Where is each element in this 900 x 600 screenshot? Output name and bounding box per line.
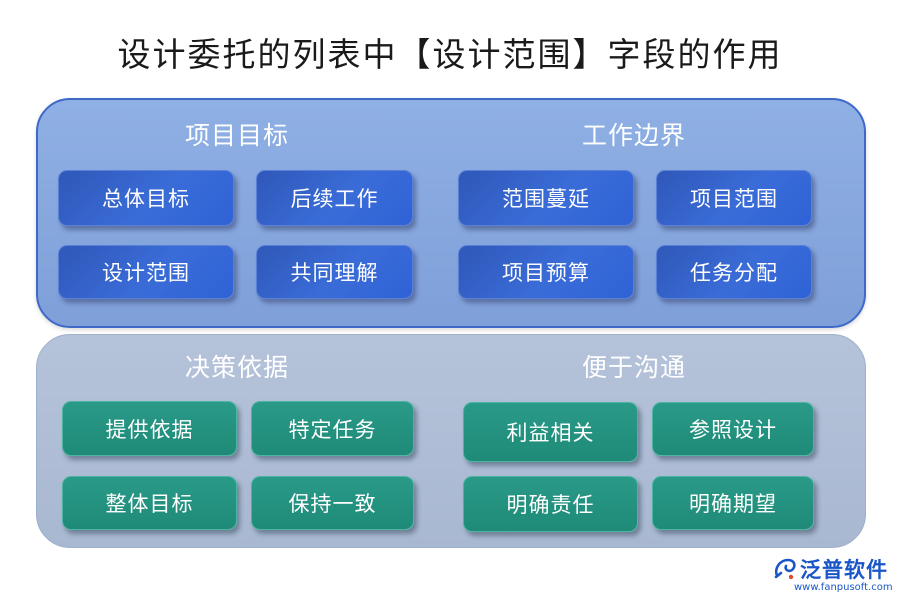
box-keep-consistent: 保持一致: [251, 476, 414, 530]
box-provide-basis: 提供依据: [62, 401, 237, 456]
heading-project-goals: 项目目标: [185, 121, 290, 150]
page-title: 设计委托的列表中【设计范围】字段的作用: [117, 35, 783, 74]
box-overall-goal: 总体目标: [58, 170, 234, 226]
heading-decision-basis: 决策依据: [185, 353, 290, 382]
box-clarify-responsibility: 明确责任: [463, 476, 638, 532]
box-reference-design: 参照设计: [652, 402, 814, 456]
heading-easy-communication: 便于沟通: [582, 353, 687, 382]
logo-name: 泛普软件: [800, 558, 888, 582]
brand-logo: 泛普软件 www.fanpusoft.com: [772, 554, 893, 594]
box-design-scope: 设计范围: [58, 245, 234, 299]
fanpu-logo-icon: [774, 558, 796, 580]
box-task-allocation: 任务分配: [656, 245, 812, 299]
box-overall-target: 整体目标: [62, 476, 237, 530]
box-scope-creep: 范围蔓延: [458, 170, 634, 226]
heading-work-boundary: 工作边界: [582, 121, 687, 150]
box-common-understanding: 共同理解: [256, 245, 413, 299]
box-stakeholders: 利益相关: [463, 402, 638, 462]
box-project-budget: 项目预算: [458, 245, 634, 299]
box-follow-up-work: 后续工作: [256, 170, 413, 226]
box-project-scope: 项目范围: [656, 170, 812, 226]
box-clarify-expectations: 明确期望: [652, 476, 814, 530]
box-specific-task: 特定任务: [251, 401, 414, 456]
logo-url: www.fanpusoft.com: [794, 582, 893, 593]
